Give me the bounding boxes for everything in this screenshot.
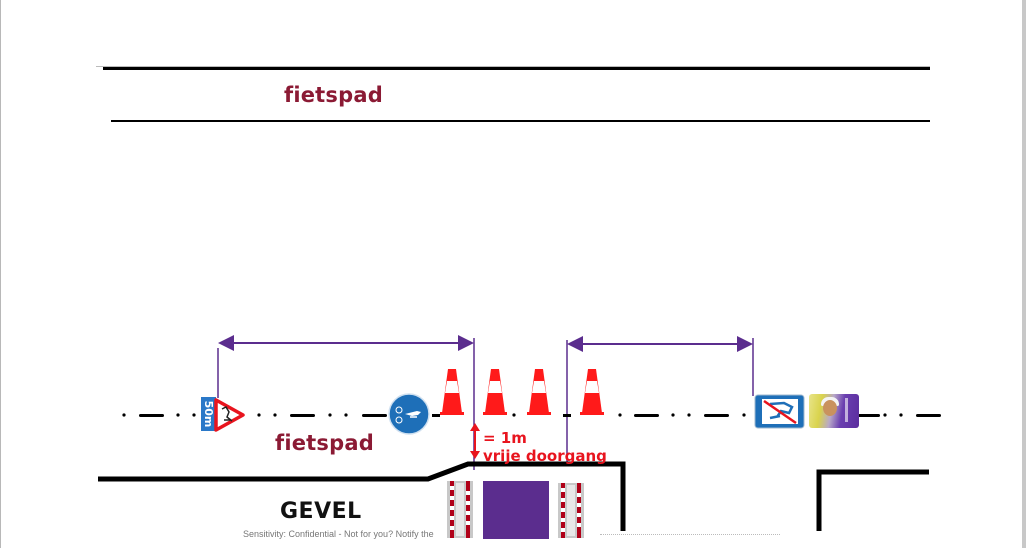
top-road-edge-lower [111,120,930,122]
top-bike-path-label: fietspad [284,83,383,107]
traffic-cone [483,369,507,415]
clearance-description: vrije doorgang [483,447,607,465]
traffic-cone [527,369,551,415]
top-road-edge-upper [96,66,930,67]
barrier-fence [447,481,473,538]
work-area-block [483,481,549,539]
worker-photo-card [809,394,859,428]
facade-edge-line [98,461,626,531]
no-cycling-sign [754,394,805,429]
sign-distance-plate: 50m [202,401,215,428]
traffic-cone [580,369,604,415]
facade-label: GEVEL [280,499,362,524]
page-edge [0,0,1,548]
footer-dots [600,534,780,536]
mandatory-bicycle-path-sign [388,393,430,435]
worker-face [823,400,837,416]
barrier-fence [558,483,584,538]
center-line-dash-dot [122,413,941,417]
traffic-cone [440,369,464,415]
clearance-arrow [470,423,480,459]
bottom-bike-path-label: fietspad [275,431,374,455]
roadworks-warning-sign: 50m [201,397,245,432]
dimension-line-right [566,336,754,466]
scrollbar[interactable] [1022,0,1026,548]
clearance-width: = 1m [483,429,527,447]
top-road-edge-upper-line [103,67,930,70]
sensitivity-footer: Sensitivity: Confidential - Not for you?… [243,529,434,539]
facade-edge-line-right [816,469,929,531]
clearance-label: = 1m vrije doorgang [483,429,607,465]
card-text [845,398,848,422]
